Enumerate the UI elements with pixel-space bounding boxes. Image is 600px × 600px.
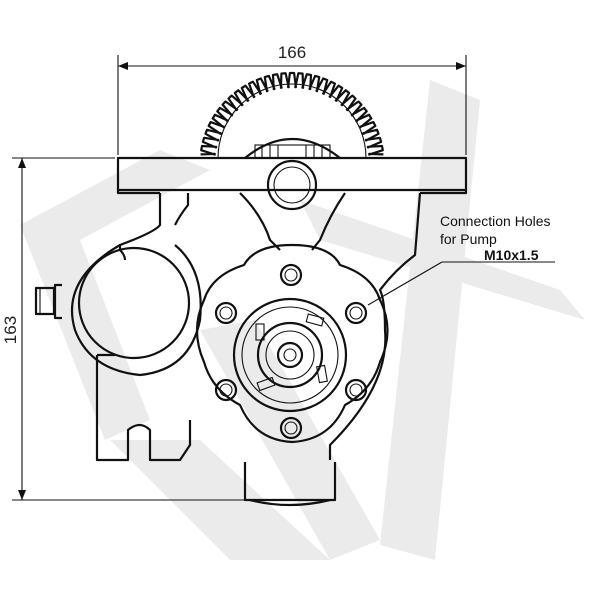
bolt-hole bbox=[214, 378, 238, 402]
pump-flange bbox=[195, 243, 389, 444]
housing-body bbox=[95, 192, 422, 507]
callout-line-3: M10x1.5 bbox=[484, 247, 539, 263]
bolt-hole bbox=[279, 263, 303, 287]
gear-teeth bbox=[200, 71, 384, 156]
pump-hub bbox=[232, 297, 348, 413]
bolt-hole bbox=[214, 301, 238, 325]
callout-leader bbox=[367, 261, 555, 306]
bolt-hole bbox=[284, 421, 298, 435]
bolt-hole bbox=[219, 306, 233, 320]
dimension-width bbox=[117, 55, 467, 155]
bolt-hole bbox=[279, 416, 303, 440]
gear-root-circle bbox=[217, 83, 367, 159]
bolt-hole bbox=[349, 306, 363, 320]
dimension-height bbox=[12, 157, 245, 501]
bolt-hole bbox=[349, 383, 363, 397]
bolt-hole bbox=[344, 378, 368, 402]
bolt-hole bbox=[219, 383, 233, 397]
dimension-width-label: 166 bbox=[278, 43, 306, 62]
side-bore bbox=[34, 244, 202, 377]
shaft-bearing bbox=[244, 138, 341, 159]
bolt-hole bbox=[284, 268, 298, 282]
bolt-hole bbox=[344, 301, 368, 325]
bolt-holes bbox=[214, 263, 368, 440]
top-boss bbox=[266, 159, 318, 211]
watermark-logo bbox=[20, 80, 585, 560]
callout-line-1: Connection Holes bbox=[440, 213, 551, 229]
gear bbox=[200, 71, 384, 159]
mounting-flange bbox=[116, 156, 468, 195]
dimension-height-label: 163 bbox=[1, 316, 20, 344]
callout-line-2: for Pump bbox=[440, 231, 497, 247]
